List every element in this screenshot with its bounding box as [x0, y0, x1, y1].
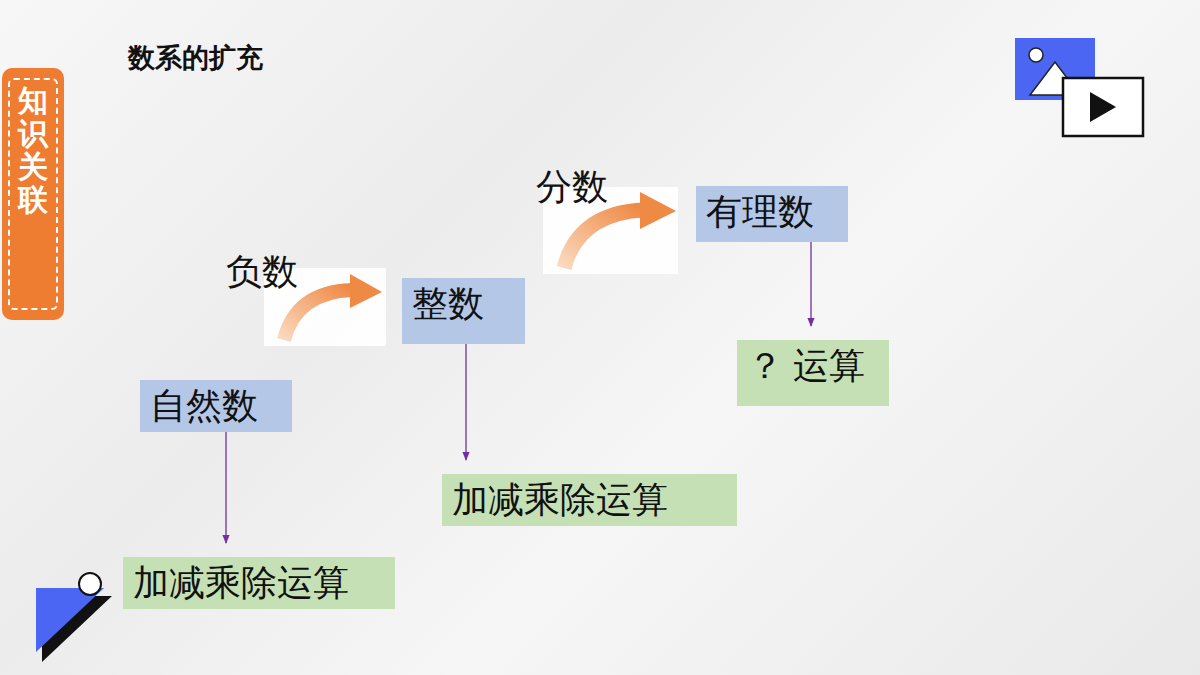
media-icon [1015, 38, 1143, 136]
flow-arrow [810, 242, 811, 326]
box-text: 加减乘除运算 [452, 478, 727, 522]
extension-label: 负数 [226, 252, 298, 292]
section-tab: 知识关联 [2, 68, 64, 320]
operation-box: 加减乘除运算 [442, 474, 737, 526]
slide-title: 数系的扩充 [128, 40, 263, 76]
tab-text: 知识关联 [18, 84, 48, 216]
box-text: 自然数 [150, 384, 282, 428]
concept-box: 整数 [402, 278, 525, 344]
flow-arrow [465, 344, 466, 460]
flow-arrow [225, 432, 226, 543]
corner-icon [36, 573, 112, 662]
extension-label: 分数 [536, 167, 608, 207]
concept-box: 有理数 [696, 186, 848, 242]
box-text: ？ 运算 [747, 344, 879, 388]
operation-box: ？ 运算 [737, 340, 889, 406]
box-text: 有理数 [706, 190, 838, 234]
operation-box: 加减乘除运算 [123, 557, 395, 609]
concept-box: 自然数 [140, 380, 292, 432]
box-text: 加减乘除运算 [133, 561, 385, 605]
box-text: 整数 [412, 282, 515, 326]
